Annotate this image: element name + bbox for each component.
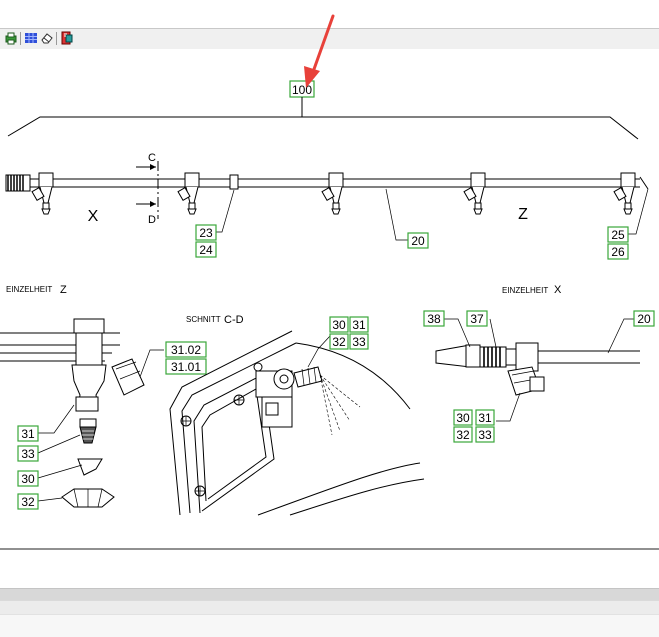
leader-line [139,349,164,378]
callout-31[interactable]: 31 [17,425,39,442]
svg-text:38: 38 [427,312,441,326]
callout-x-30[interactable]: 30 [453,409,473,426]
section-cd-letter: C-D [224,314,244,326]
svg-text:30: 30 [456,411,470,425]
assembly-bracket [7,116,639,140]
end-connector [5,174,31,192]
callout-33[interactable]: 33 [17,445,39,462]
svg-text:33: 33 [352,335,366,349]
nozzle-body [177,172,200,215]
svg-text:20: 20 [637,312,651,326]
section-cd-title: SCHNITT [186,315,221,324]
nozzle-tip [79,418,97,444]
callout-x-20[interactable]: 20 [633,310,655,327]
section-cd-nozzle [253,362,361,436]
toolbar [0,28,659,50]
leader-line [489,318,497,348]
nozzle-body [31,172,54,215]
svg-text:32: 32 [456,428,470,442]
svg-text:20: 20 [411,234,425,248]
nozzle-body [463,172,486,215]
callout-31-02[interactable]: 31.02 [165,341,207,358]
leader-line [607,318,634,354]
callout-20[interactable]: 20 [407,232,429,249]
bayonet-cap [61,488,115,508]
toolbar-separator [56,32,57,45]
svg-text:31.01: 31.01 [171,360,201,374]
leader-line [37,497,63,502]
parts-diagram: 100 [0,80,655,516]
svg-text:100: 100 [292,83,312,97]
callout-100[interactable]: 100 [289,80,315,98]
svg-text:31: 31 [352,318,366,332]
canvas-border [0,548,659,550]
detail-z-assembly [0,318,145,412]
callout-31-01[interactable]: 31.01 [165,358,207,375]
callout-cd-31[interactable]: 31 [349,316,369,333]
detail-z-letter: Z [60,284,67,296]
leader-line [307,335,331,368]
svg-text:26: 26 [611,245,625,259]
leader-line [496,392,521,422]
leader-line [38,404,75,434]
print-icon[interactable] [4,31,18,45]
svg-text:23: 23 [199,226,213,240]
svg-text:30: 30 [21,472,35,486]
detail-x-title: EINZELHEIT [502,286,548,295]
section-cd-frame [169,330,425,516]
svg-text:31.02: 31.02 [171,343,201,357]
toolbar-separator [20,32,21,45]
drawing-canvas: 100 [0,49,659,549]
callout-24[interactable]: 24 [195,241,217,258]
callout-cd-33[interactable]: 33 [349,333,369,350]
horizontal-scrollbar[interactable] [0,588,659,601]
leader-line [37,464,83,479]
status-bar [0,600,659,615]
callout-26[interactable]: 26 [607,243,629,260]
callout-25[interactable]: 25 [607,226,629,243]
leader-line [628,188,649,235]
eraser-icon[interactable] [40,31,54,45]
export-icon[interactable] [60,31,74,45]
svg-text:31: 31 [21,427,35,441]
svg-text:30: 30 [332,318,346,332]
grid-icon[interactable] [24,31,38,45]
svg-text:37: 37 [470,312,484,326]
view-label-z: Z [518,206,528,223]
footer-area [0,614,659,637]
leader-line [385,188,408,241]
svg-text:32: 32 [21,495,35,509]
detail-x-assembly [435,342,640,396]
leader-line [37,434,81,454]
svg-text:31: 31 [478,411,492,425]
callout-x-32[interactable]: 32 [453,426,473,443]
callout-23[interactable]: 23 [195,224,217,241]
callout-30[interactable]: 30 [17,470,39,487]
svg-text:25: 25 [611,228,625,242]
callout-cd-30[interactable]: 30 [329,316,349,333]
callout-37[interactable]: 37 [466,310,488,327]
svg-text:33: 33 [21,447,35,461]
callout-cd-32[interactable]: 32 [329,333,349,350]
section-label-c: C [148,152,156,164]
callout-x-31[interactable]: 31 [475,409,495,426]
pipe-clamp [229,174,239,190]
blank-area [0,550,659,588]
svg-text:24: 24 [199,243,213,257]
nozzle-body [321,172,344,215]
detail-x-letter: X [554,284,562,296]
callout-x-33[interactable]: 33 [475,426,495,443]
detail-z-title: EINZELHEIT [6,285,52,294]
svg-text:32: 32 [332,335,346,349]
callout-32[interactable]: 32 [17,493,39,510]
svg-text:33: 33 [478,428,492,442]
nozzle-filter [77,458,103,476]
nozzle-body [613,172,636,215]
view-label-x: X [88,208,99,225]
callout-38[interactable]: 38 [423,310,445,327]
leader-line [444,318,471,348]
section-label-d: D [148,214,156,226]
leader-line [216,189,235,233]
